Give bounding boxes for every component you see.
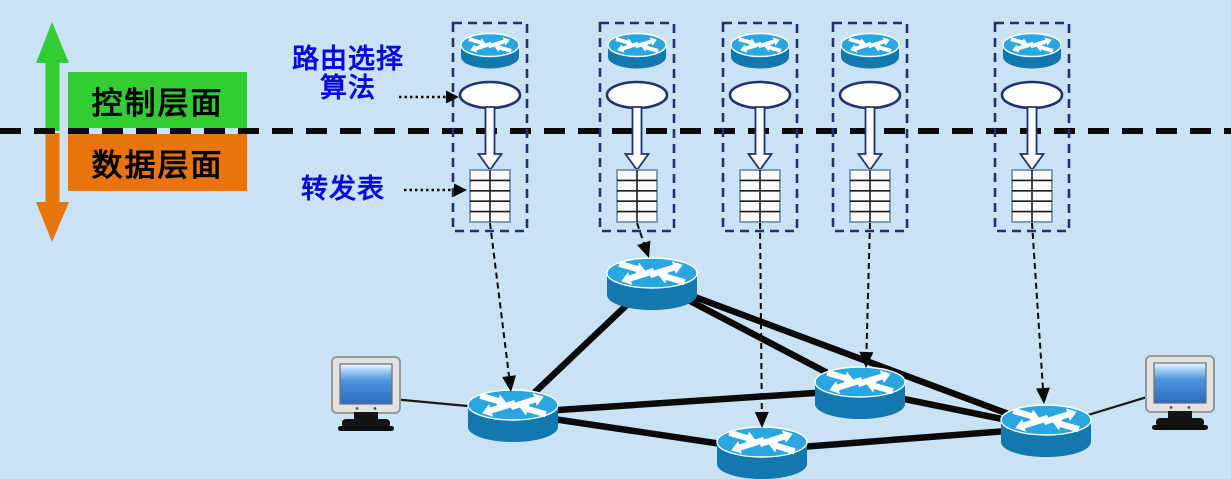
routing-algorithm-label-line1: 路由选择 xyxy=(292,44,404,74)
network-routers xyxy=(467,257,1092,479)
router-icon xyxy=(840,32,900,69)
table-to-router-arrows xyxy=(489,222,1050,428)
table-to-router-arrow xyxy=(636,222,651,258)
network-link xyxy=(648,277,1050,432)
data-plane-label: 数据层面 xyxy=(68,134,247,191)
table-to-router-arrow xyxy=(1031,222,1050,404)
routing-algorithm-label-line2: 算法 xyxy=(320,73,376,103)
control-unit-box xyxy=(598,21,676,233)
control-unit-box xyxy=(451,21,529,233)
network-links xyxy=(509,277,1050,454)
control-units xyxy=(451,21,1071,233)
router-icon xyxy=(467,389,559,442)
control-plane-label: 控制层面 xyxy=(68,72,247,128)
control-unit xyxy=(598,21,676,233)
control-plane-arrow xyxy=(36,22,69,131)
control-unit xyxy=(451,21,529,233)
routing-algorithm-ellipse xyxy=(838,80,902,110)
router-icon xyxy=(606,257,698,310)
data-plane-arrow xyxy=(36,133,69,242)
algorithm-to-table-arrow xyxy=(856,106,884,172)
algorithm-to-table-arrow xyxy=(746,106,774,172)
routing-algorithm-ellipse xyxy=(1000,80,1064,110)
router-icon xyxy=(460,32,520,69)
callout-arrows xyxy=(399,90,467,197)
control-unit xyxy=(831,21,909,233)
forwarding-table-icon xyxy=(849,169,891,223)
routing-algorithm-ellipse xyxy=(605,80,669,110)
forwarding-table-icon xyxy=(616,169,658,223)
forwarding-table-icon xyxy=(739,169,781,223)
router-icon xyxy=(607,32,667,69)
routing-algorithm-ellipse xyxy=(728,80,792,110)
routing-algorithm-label: 路由选择 算法 xyxy=(279,45,417,103)
forwarding-table-icon xyxy=(1011,169,1053,223)
control-unit-box xyxy=(831,21,909,233)
host-link xyxy=(1087,395,1148,417)
table-to-router-arrow xyxy=(859,222,874,368)
control-unit xyxy=(993,21,1071,233)
label-pointer-arrow xyxy=(404,183,467,197)
router-icon xyxy=(1002,32,1062,69)
table-to-router-arrow xyxy=(754,222,769,428)
routing-algorithm-ellipse xyxy=(458,80,522,110)
forwarding-table-label: 转发表 xyxy=(301,174,385,204)
label-pointer-arrow xyxy=(399,90,459,104)
control-unit xyxy=(721,21,799,233)
router-icon xyxy=(1000,404,1092,457)
control-unit-box xyxy=(721,21,799,233)
table-to-router-arrow xyxy=(489,222,516,392)
network-link xyxy=(758,424,1050,454)
control-unit-box xyxy=(993,21,1071,233)
algorithm-to-table-arrow xyxy=(1018,106,1046,172)
network-link xyxy=(509,386,864,417)
router-icon xyxy=(814,366,906,419)
hosts xyxy=(331,355,1215,431)
router-icon xyxy=(730,32,790,69)
computer-icon xyxy=(1145,355,1215,430)
computer-icon xyxy=(331,356,401,431)
algorithm-to-table-arrow xyxy=(476,106,504,172)
router-icon xyxy=(716,426,808,479)
algorithm-to-table-arrow xyxy=(623,106,651,172)
forwarding-table-icon xyxy=(469,169,511,223)
